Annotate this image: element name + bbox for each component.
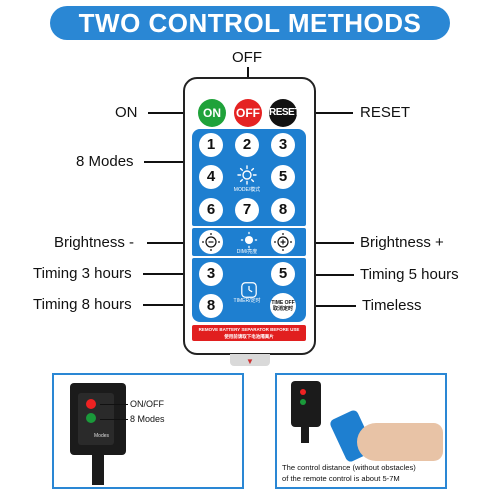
- timer-button-3[interactable]: 3: [199, 262, 223, 286]
- timeoff-button[interactable]: TIME OFF 取消定时: [270, 293, 296, 319]
- callout-brightness-up-line: [306, 242, 354, 244]
- mode-label: MODE/模式: [233, 187, 261, 193]
- callout-modes: 8 Modes: [76, 153, 134, 170]
- warning-text-cn: 使用前请取下电池隔离片: [224, 334, 274, 339]
- box-modes-text: Modes: [94, 433, 110, 439]
- callout-reset-line: [298, 112, 353, 114]
- timeoff-label-en: TIME OFF: [271, 300, 295, 306]
- callout-timing5-line: [306, 274, 354, 276]
- callout-modes-line: [144, 161, 192, 163]
- modes-label: 8 Modes: [130, 414, 165, 424]
- callout-timing3: Timing 3 hours: [33, 265, 132, 282]
- reset-button[interactable]: RESET: [269, 99, 300, 127]
- sun-icon: [237, 165, 257, 185]
- dim-label: DIM/亮度: [236, 249, 258, 255]
- control-box: [291, 381, 321, 427]
- timer-label: TIMER/定时: [233, 298, 261, 304]
- mode-button-8[interactable]: 8: [271, 198, 295, 222]
- mode-icon-button[interactable]: [235, 163, 259, 187]
- modes-pointer: [100, 419, 128, 420]
- control-box-photo: Modes ON/OFF 8 Modes: [52, 373, 244, 489]
- remote-distance-photo: [275, 373, 447, 489]
- brightness-up-button[interactable]: [271, 230, 295, 254]
- mode-button[interactable]: [86, 413, 96, 423]
- sun-minus-icon: [202, 233, 220, 251]
- callout-reset: RESET: [360, 104, 411, 121]
- timer-button-8[interactable]: 8: [199, 294, 223, 318]
- power-button[interactable]: [86, 399, 96, 409]
- brightness-icon: [240, 231, 258, 249]
- hand: [357, 423, 443, 461]
- callout-timing3-line: [143, 273, 192, 275]
- mode-button-7[interactable]: 7: [235, 198, 259, 222]
- callout-brightness-down: Brightness -: [54, 234, 135, 251]
- distance-caption: The control distance (without obstacles)…: [282, 462, 416, 484]
- callout-timing5: Timing 5 hours: [360, 266, 459, 283]
- callout-brightness-down-line: [147, 242, 192, 244]
- mode-button-2[interactable]: 2: [235, 133, 259, 157]
- callout-timing8-line: [143, 304, 192, 306]
- timeoff-label-cn: 取消定时: [272, 306, 293, 312]
- callout-timing8: Timing 8 hours: [33, 296, 132, 313]
- page-title: TWO CONTROL METHODS: [50, 6, 450, 40]
- callout-timeless: Timeless: [362, 297, 422, 314]
- callout-on: ON: [115, 104, 138, 121]
- on-button[interactable]: ON: [198, 99, 226, 127]
- clock-icon: [241, 282, 257, 298]
- warning-text-en: REMOVE BATTERY SEPARATOR BEFORE USE: [198, 327, 300, 332]
- callout-brightness-up: Brightness +: [360, 234, 444, 251]
- battery-separator-tab[interactable]: [230, 354, 270, 366]
- cable: [92, 455, 104, 485]
- on-off-label: ON/OFF: [130, 399, 164, 409]
- mode-button-3[interactable]: 3: [271, 133, 295, 157]
- cable: [301, 427, 309, 443]
- battery-warning: REMOVE BATTERY SEPARATOR BEFORE USE 使用前请…: [192, 325, 306, 341]
- mode-button-1[interactable]: 1: [199, 133, 223, 157]
- mode-button: [300, 399, 306, 405]
- sun-plus-icon: [274, 233, 292, 251]
- callout-off: OFF: [232, 49, 262, 66]
- timer-button-5[interactable]: 5: [271, 262, 295, 286]
- caption-line-1: The control distance (without obstacles): [282, 463, 416, 472]
- power-button: [300, 389, 306, 395]
- arrow-down-icon: ▼: [246, 357, 254, 366]
- timer-icon-button[interactable]: [237, 278, 261, 302]
- callout-on-line: [148, 112, 198, 114]
- mode-button-4[interactable]: 4: [199, 165, 223, 189]
- callout-timeless-line: [306, 305, 356, 307]
- dim-icon-button[interactable]: [237, 228, 261, 252]
- on-off-pointer: [100, 404, 128, 405]
- caption-line-2: of the remote control is about 5-7M: [282, 474, 400, 483]
- off-button[interactable]: OFF: [234, 99, 262, 127]
- brightness-down-button[interactable]: [199, 230, 223, 254]
- mode-button-6[interactable]: 6: [199, 198, 223, 222]
- mode-button-5[interactable]: 5: [271, 165, 295, 189]
